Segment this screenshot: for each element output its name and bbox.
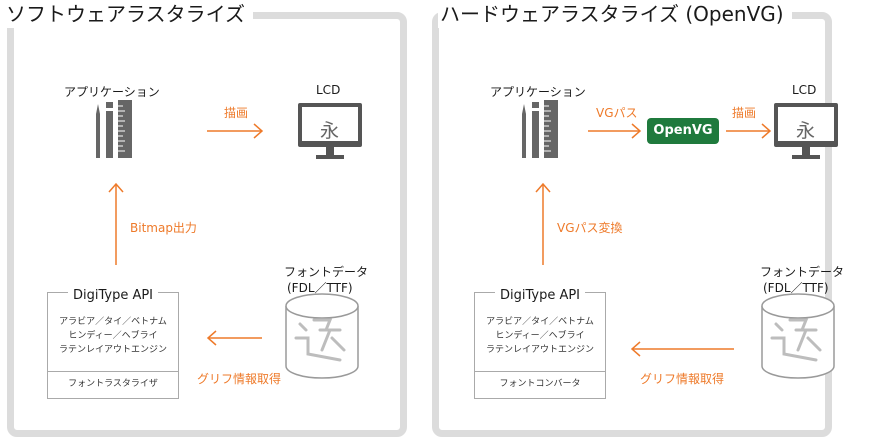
- font-converter-label: フォントコンバータ: [475, 371, 605, 398]
- lang-line: ラテンレイアウトエンジン: [58, 345, 167, 355]
- left-panel-title: ソフトウェアラスタライズ: [4, 0, 253, 28]
- font-data-label-right: フォントデータ: [760, 265, 845, 279]
- application-icon: [95, 99, 133, 159]
- lang-line: アラビア／タイ／ベトナム: [486, 317, 594, 327]
- lcd-label-right: LCD: [792, 83, 817, 97]
- font-data-cylinder-icon: [284, 292, 360, 380]
- draw-label-right: 描画: [732, 106, 757, 120]
- lcd-char: 永: [320, 120, 340, 142]
- app-label-right: アプリケーション: [490, 85, 586, 99]
- left-arrows: [108, 123, 264, 346]
- openvg-badge: OpenVG: [647, 118, 719, 144]
- glyph-info-label-right: グリフ情報取得: [640, 372, 725, 386]
- font-data-format-label-right: (FDL／TTF): [763, 281, 829, 295]
- vg-path-convert-label: VGパス変換: [557, 221, 623, 235]
- font-rasterizer-label: フォントラスタライザ: [48, 371, 178, 398]
- lang-line: ヒンディー／ヘブライ: [495, 331, 585, 341]
- font-data-cylinder-icon-right: [760, 292, 836, 380]
- draw-label: 描画: [224, 106, 249, 120]
- right-panel-title: ハードウェアラスタライズ (OpenVG): [438, 0, 792, 28]
- lang-line: ラテンレイアウトエンジン: [485, 345, 594, 355]
- vg-path-label: VGパス: [596, 106, 638, 120]
- digitype-api-title: DigiType API: [67, 288, 159, 303]
- right-arrows: [535, 123, 772, 357]
- lcd-char-right: 永: [796, 120, 816, 142]
- lcd-label: LCD: [316, 83, 341, 97]
- digitype-api-title-right: DigiType API: [494, 288, 586, 303]
- font-data-label: フォントデータ: [284, 265, 369, 279]
- lang-line: アラビア／タイ／ベトナム: [59, 317, 167, 327]
- bitmap-output-label: Bitmap出力: [130, 221, 197, 235]
- digitype-api-box: DigiType API アラビア／タイ／ベトナム ヒンディー／ヘブライ ラテン…: [47, 288, 179, 399]
- font-data-format-label: (FDL／TTF): [287, 281, 353, 295]
- glyph-info-label: グリフ情報取得: [197, 372, 282, 386]
- app-label: アプリケーション: [64, 85, 160, 99]
- lang-line: ヒンディー／ヘブライ: [68, 331, 158, 341]
- application-icon-right: [521, 99, 559, 159]
- digitype-api-box-right: DigiType API アラビア／タイ／ベトナム ヒンディー／ヘブライ ラテン…: [474, 288, 606, 399]
